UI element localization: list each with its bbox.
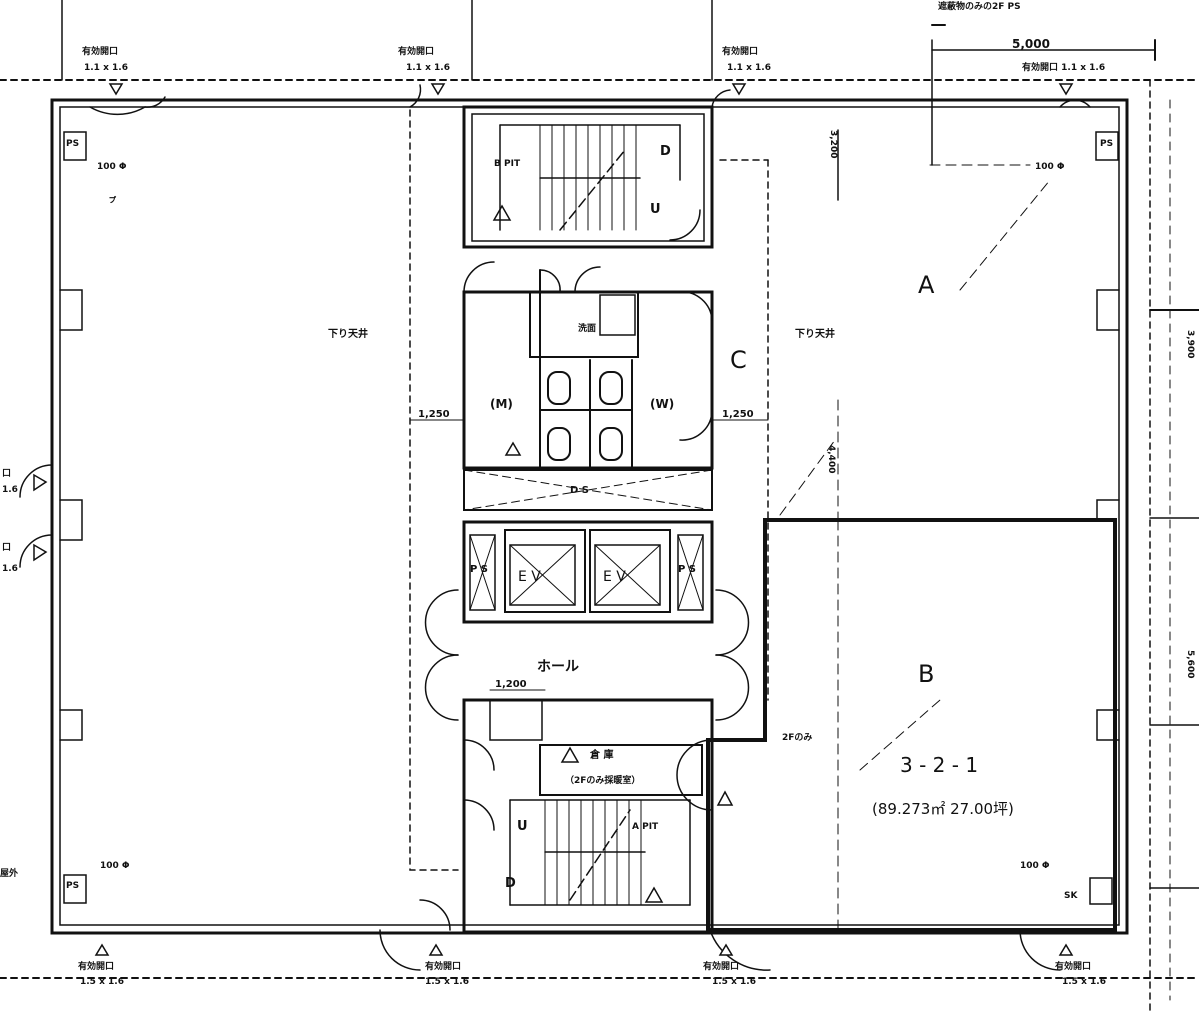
apit-label: A PIT	[632, 822, 659, 832]
note-2f: 2Fのみ	[782, 733, 813, 743]
window-bottom-1: 有効開口	[78, 962, 115, 972]
dim-1200: 1,200	[495, 679, 527, 690]
notice-top: 遮蔽物のみの2F PS	[938, 2, 1021, 12]
window-top-4: 有効開口 1.1 x 1.6	[1022, 63, 1106, 73]
fire-tl: ㇷ゚	[108, 195, 118, 205]
dim-1250-left: 1,250	[418, 409, 450, 420]
storage-label: 倉 庫	[590, 750, 614, 761]
window-bottom-2: 有効開口	[425, 962, 462, 972]
bpit-label: B PIT	[494, 159, 521, 169]
window-bottom-4-size: 1.5 x 1.6	[1062, 977, 1106, 987]
ps-corner-br: SK	[1064, 891, 1078, 901]
window-bottom-2-size: 1.5 x 1.6	[425, 977, 469, 987]
room-b-label: B	[918, 660, 935, 688]
stair-u-top: U	[650, 202, 661, 217]
dim-right-v1: 3,200	[828, 130, 838, 159]
ceiling-label-right: 下り天井	[795, 329, 835, 340]
left-window-2-size: 1.6	[2, 564, 18, 574]
ev2-label: E V	[603, 569, 626, 585]
room-a-label: A	[918, 271, 935, 299]
unit-id: 3 - 2 - 1	[900, 753, 979, 777]
upper-stair-room	[462, 105, 714, 249]
storage-note: （2Fのみ採暖室）	[565, 776, 641, 786]
dim-right-v3: 3,900	[1185, 330, 1195, 359]
window-top-1: 有効開口	[82, 47, 119, 57]
dim-top: 5,000	[1012, 37, 1050, 51]
ps-left-label: P S	[470, 564, 489, 575]
ps-right-label: P S	[678, 564, 697, 575]
stair-u-bottom: U	[517, 819, 528, 834]
stair-d-top: D	[660, 144, 671, 159]
window-top-3: 有効開口	[722, 47, 759, 57]
toilet-block	[462, 290, 714, 470]
room-c-label: C	[730, 346, 747, 374]
ceiling-zone	[409, 109, 459, 871]
window-bottom-1-size: 1.5 x 1.6	[80, 977, 124, 987]
wash-label: 洗面	[578, 324, 597, 334]
window-top-2-size: 1.1 x 1.6	[406, 63, 450, 73]
left-window-1: 口	[2, 469, 12, 479]
window-top-2: 有効開口	[398, 47, 435, 57]
ps-corner-tr: PS	[1100, 139, 1114, 149]
stair-d-bottom: D	[505, 876, 516, 891]
lower-stair-room	[462, 698, 714, 934]
dim-1250-right: 1,250	[722, 409, 754, 420]
window-bottom-3-size: 1.5 x 1.6	[712, 977, 756, 987]
hall-label: ホール	[537, 659, 579, 675]
diameter-bl: 100 Φ	[100, 861, 130, 871]
note-label-bl: 屋外	[0, 869, 19, 879]
left-window-2: 口	[2, 543, 12, 553]
unit-area: (89.273㎡ 27.00坪)	[872, 800, 1014, 818]
tenant-b-boundary	[706, 518, 1117, 932]
ds-label: D S	[570, 485, 589, 496]
toilet-m-label: (M)	[490, 397, 513, 411]
dim-right-v2: 4,400	[826, 445, 836, 474]
window-bottom-4: 有効開口	[1055, 962, 1092, 972]
ceiling-label-left: 下り天井	[328, 329, 368, 340]
diameter-tr: 100 Φ	[1035, 162, 1065, 172]
window-top-1-size: 1.1 x 1.6	[84, 63, 128, 73]
dim-right-v4: 5,600	[1185, 650, 1195, 679]
ev1-label: E V	[518, 569, 541, 585]
diameter-tl: 100 Φ	[97, 162, 127, 172]
ps-corner-tl: PS	[66, 139, 80, 149]
left-window-1-size: 1.6	[2, 485, 18, 495]
elevator-core	[462, 520, 714, 624]
diameter-br: 100 Φ	[1020, 861, 1050, 871]
ps-corner-bl: PS	[66, 881, 80, 891]
window-top-3-size: 1.1 x 1.6	[727, 63, 771, 73]
toilet-w-label: (W)	[650, 397, 675, 411]
window-bottom-3: 有効開口	[703, 962, 740, 972]
